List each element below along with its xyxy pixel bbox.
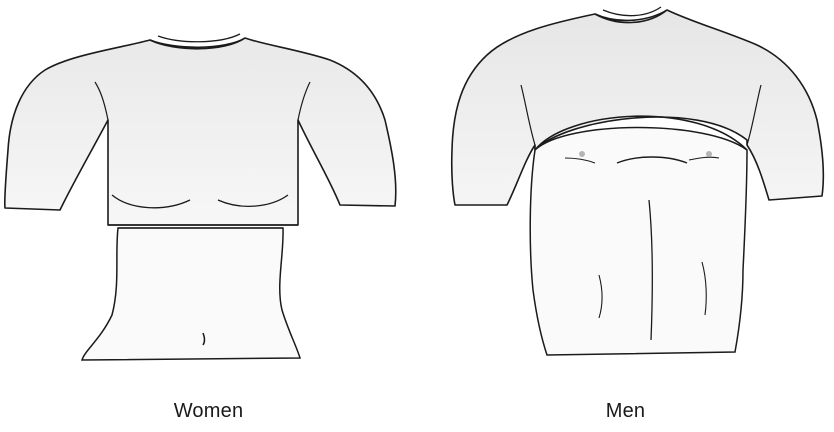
women-torso-illustration	[0, 0, 417, 395]
women-figure-panel: Women	[0, 0, 417, 432]
men-torso-illustration	[417, 0, 834, 395]
men-nipple-left	[579, 151, 585, 157]
men-figure-panel: Men	[417, 0, 834, 432]
women-caption: Women	[0, 400, 417, 423]
men-nipple-right	[706, 151, 712, 157]
men-caption: Men	[417, 400, 834, 423]
men-torso	[530, 128, 747, 356]
women-waist	[82, 228, 300, 360]
women-shirt	[5, 38, 396, 225]
